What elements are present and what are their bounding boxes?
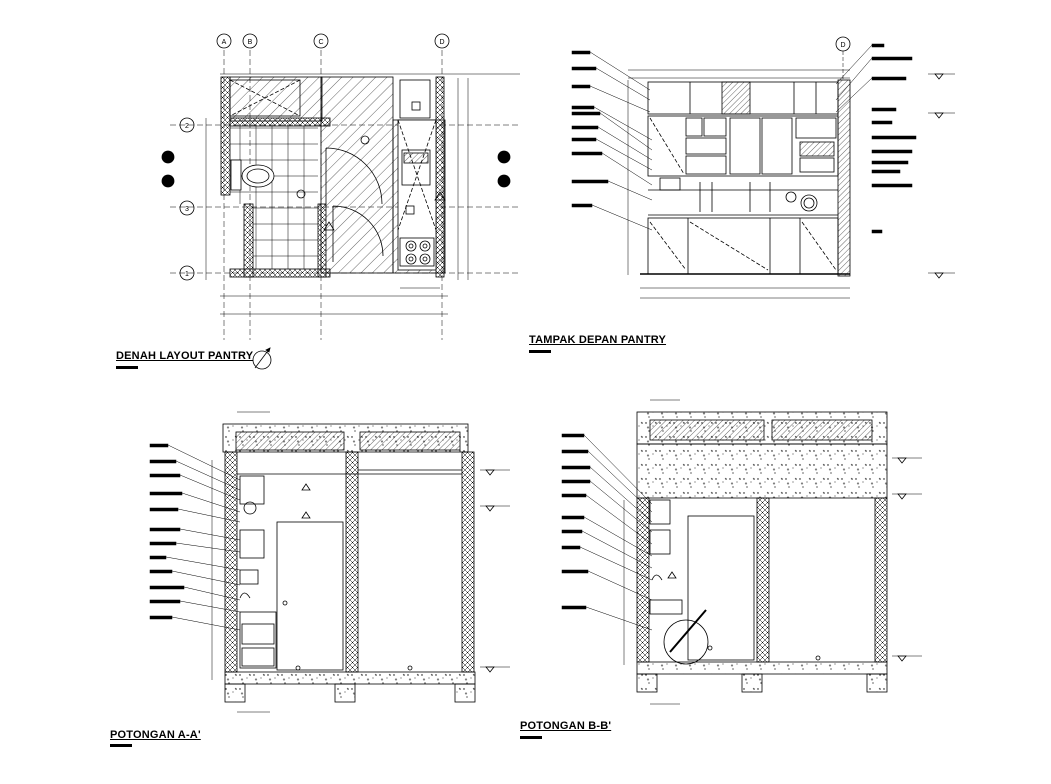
section-markers: [161, 150, 511, 188]
front-elevation-drawing: D: [627, 36, 955, 299]
plan-title-group: [116, 366, 138, 369]
plan-drawing: A B C D 2 3 1: [161, 33, 520, 340]
section-a-drawing: [211, 411, 510, 713]
section-b-drawing: [623, 399, 922, 705]
svg-text:D: D: [439, 39, 444, 46]
elevation-leaders-right: [835, 43, 917, 234]
north-arrow-icon: [252, 347, 272, 370]
svg-text:D: D: [840, 42, 845, 49]
elevation-title-group: [529, 350, 551, 353]
plan-dimensions: [205, 73, 520, 315]
elevation-leaders-left: [571, 50, 653, 231]
svg-text:2: 2: [185, 123, 189, 130]
front-elevation-title: TAMPAK DEPAN PANTRY: [529, 334, 667, 346]
section-a-title-group: [110, 744, 132, 747]
svg-text:1: 1: [185, 271, 189, 278]
svg-text:3: 3: [185, 206, 189, 213]
section-b-title-group: [520, 736, 542, 739]
section-a-title: POTONGAN A-A': [110, 729, 201, 741]
section-b-leaders: [561, 433, 653, 631]
section-b-title: POTONGAN B-B': [520, 720, 612, 732]
svg-text:C: C: [318, 39, 323, 46]
svg-text:B: B: [248, 39, 253, 46]
section-a-leaders: [149, 443, 241, 631]
grid-bubbles: A B C D 2 3 1: [179, 33, 450, 281]
plan-title: DENAH LAYOUT PANTRY: [116, 350, 254, 362]
svg-text:A: A: [222, 39, 227, 46]
pantry-counter: [397, 79, 437, 271]
door-swing-icon: [325, 147, 384, 262]
toilet-icon: [230, 159, 275, 191]
